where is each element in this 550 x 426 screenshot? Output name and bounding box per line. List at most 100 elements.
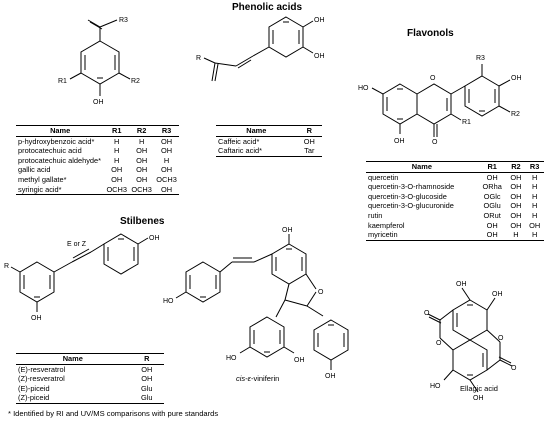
table-header: R3 <box>154 125 179 137</box>
table-row: protocatechuic acid H OH OH <box>16 146 179 156</box>
table-cell: methyl gallate* <box>18 174 67 184</box>
table-cell: H <box>525 230 544 241</box>
table-cell: OH <box>486 172 498 182</box>
table-cell: Tar <box>296 146 322 157</box>
table-row: Caffeic acid*OH <box>216 136 322 146</box>
footnote: * Identified by RI and UV/MS comparisons… <box>8 409 219 418</box>
table-cell: OH <box>136 146 148 156</box>
table-cell: OH <box>136 174 148 184</box>
svg-text:O: O <box>436 340 442 347</box>
table-cell: gallic acid <box>18 165 51 175</box>
viniferin-caption-eps: ε <box>247 374 251 383</box>
table-cell: H <box>114 146 120 156</box>
table-cell: H <box>531 182 538 192</box>
table-cell: OH <box>136 155 148 165</box>
benzoic-r2-label: R2 <box>131 78 140 85</box>
table-cell: H <box>163 155 170 165</box>
ellagic-caption: Ellagic acid <box>460 384 498 393</box>
svg-text:O: O <box>498 335 504 342</box>
table-cell: OH <box>111 165 123 175</box>
ellagic-oh-tr-label: OH <box>492 291 503 298</box>
benzoic-r3-label: R3 <box>119 17 128 24</box>
svg-text:O: O <box>424 310 430 317</box>
table-cell: syringic acid* <box>16 184 105 196</box>
table-cell: OCH3 <box>156 174 177 184</box>
table-header: Name <box>216 125 297 137</box>
table-cell: H <box>531 191 538 201</box>
table-cell: OH <box>529 220 541 230</box>
ellagic-oh-br-label: OH <box>473 395 484 402</box>
table-cell: H <box>531 210 538 220</box>
table-header: R <box>296 125 322 137</box>
flavonol-r3-label: R3 <box>476 55 485 62</box>
table-cell: myricetin <box>366 230 478 241</box>
table-header: Name <box>16 125 105 137</box>
table-header: R2 <box>129 125 155 137</box>
table-cell: OH <box>510 172 522 182</box>
stilbene-oh-bottom-label: OH <box>31 315 42 322</box>
cinnamic-oh2-label: OH <box>314 53 325 60</box>
heading-flavonols: Flavonols <box>407 28 454 39</box>
table-header: R <box>129 353 164 365</box>
table-cell: (E)-piceid <box>18 383 50 393</box>
table-header: R1 <box>104 125 130 137</box>
heading-stilbenes: Stilbenes <box>120 216 165 227</box>
table-cell: OH <box>160 146 173 156</box>
table-cell: protocatechuic acid <box>18 146 82 156</box>
svg-text:O: O <box>511 365 517 372</box>
table-cell: kaempferol <box>368 220 405 230</box>
table-cell: (Z)-resveratrol <box>18 374 65 384</box>
table-cell: H <box>114 136 120 146</box>
table-cell: H <box>138 136 145 146</box>
table-cell: quercetin-3-O-glucoside <box>368 191 447 201</box>
heading-phenolic-acids: Phenolic acids <box>232 2 303 13</box>
table-cell: OH <box>141 374 153 384</box>
stilbene-oh-top-label: OH <box>149 235 160 242</box>
ellagic-ho-bl-label: HO <box>430 383 441 390</box>
svg-text:O: O <box>318 289 324 296</box>
table-cell: OCH3 <box>104 184 130 196</box>
table-cell: OH <box>510 191 522 201</box>
table-cell: Glu <box>129 393 164 404</box>
cinnamic-oh1-label: OH <box>314 17 325 24</box>
table-cell: quercetin-3-O-glucuronide <box>368 201 454 211</box>
table-cell: Caftaric acid* <box>216 146 297 157</box>
table-cell: OH <box>510 210 522 220</box>
table-cell: (Z)-piceid <box>16 393 130 404</box>
svg-text:O: O <box>430 75 436 82</box>
table-cell: quercetin-3-O-rhamnoside <box>368 182 455 192</box>
table-cell: OH <box>154 184 179 196</box>
viniferin-caption: cis-ε-viniferin <box>236 374 279 383</box>
table-cell: Caffeic acid* <box>218 136 260 146</box>
table-cell: OH <box>486 220 498 230</box>
table-cell: ORut <box>483 210 501 220</box>
table-cell: p-hydroxybenzoic acid* <box>18 136 95 146</box>
viniferin-caption-suffix: -viniferin <box>250 374 280 383</box>
table-cell: H <box>531 201 538 211</box>
benzoic-oh-label: OH <box>93 99 104 106</box>
table-cell: OH <box>510 201 522 211</box>
flavonol-oh-bottom-label: OH <box>394 138 405 145</box>
table-cell: H <box>506 230 526 241</box>
flavonol-ho-label: HO <box>358 85 369 92</box>
stilbene-eorz-label: E or Z <box>67 241 87 248</box>
table-cell: H <box>114 155 120 165</box>
table-cell: OH <box>510 182 522 192</box>
table-header: R2 <box>506 161 526 173</box>
